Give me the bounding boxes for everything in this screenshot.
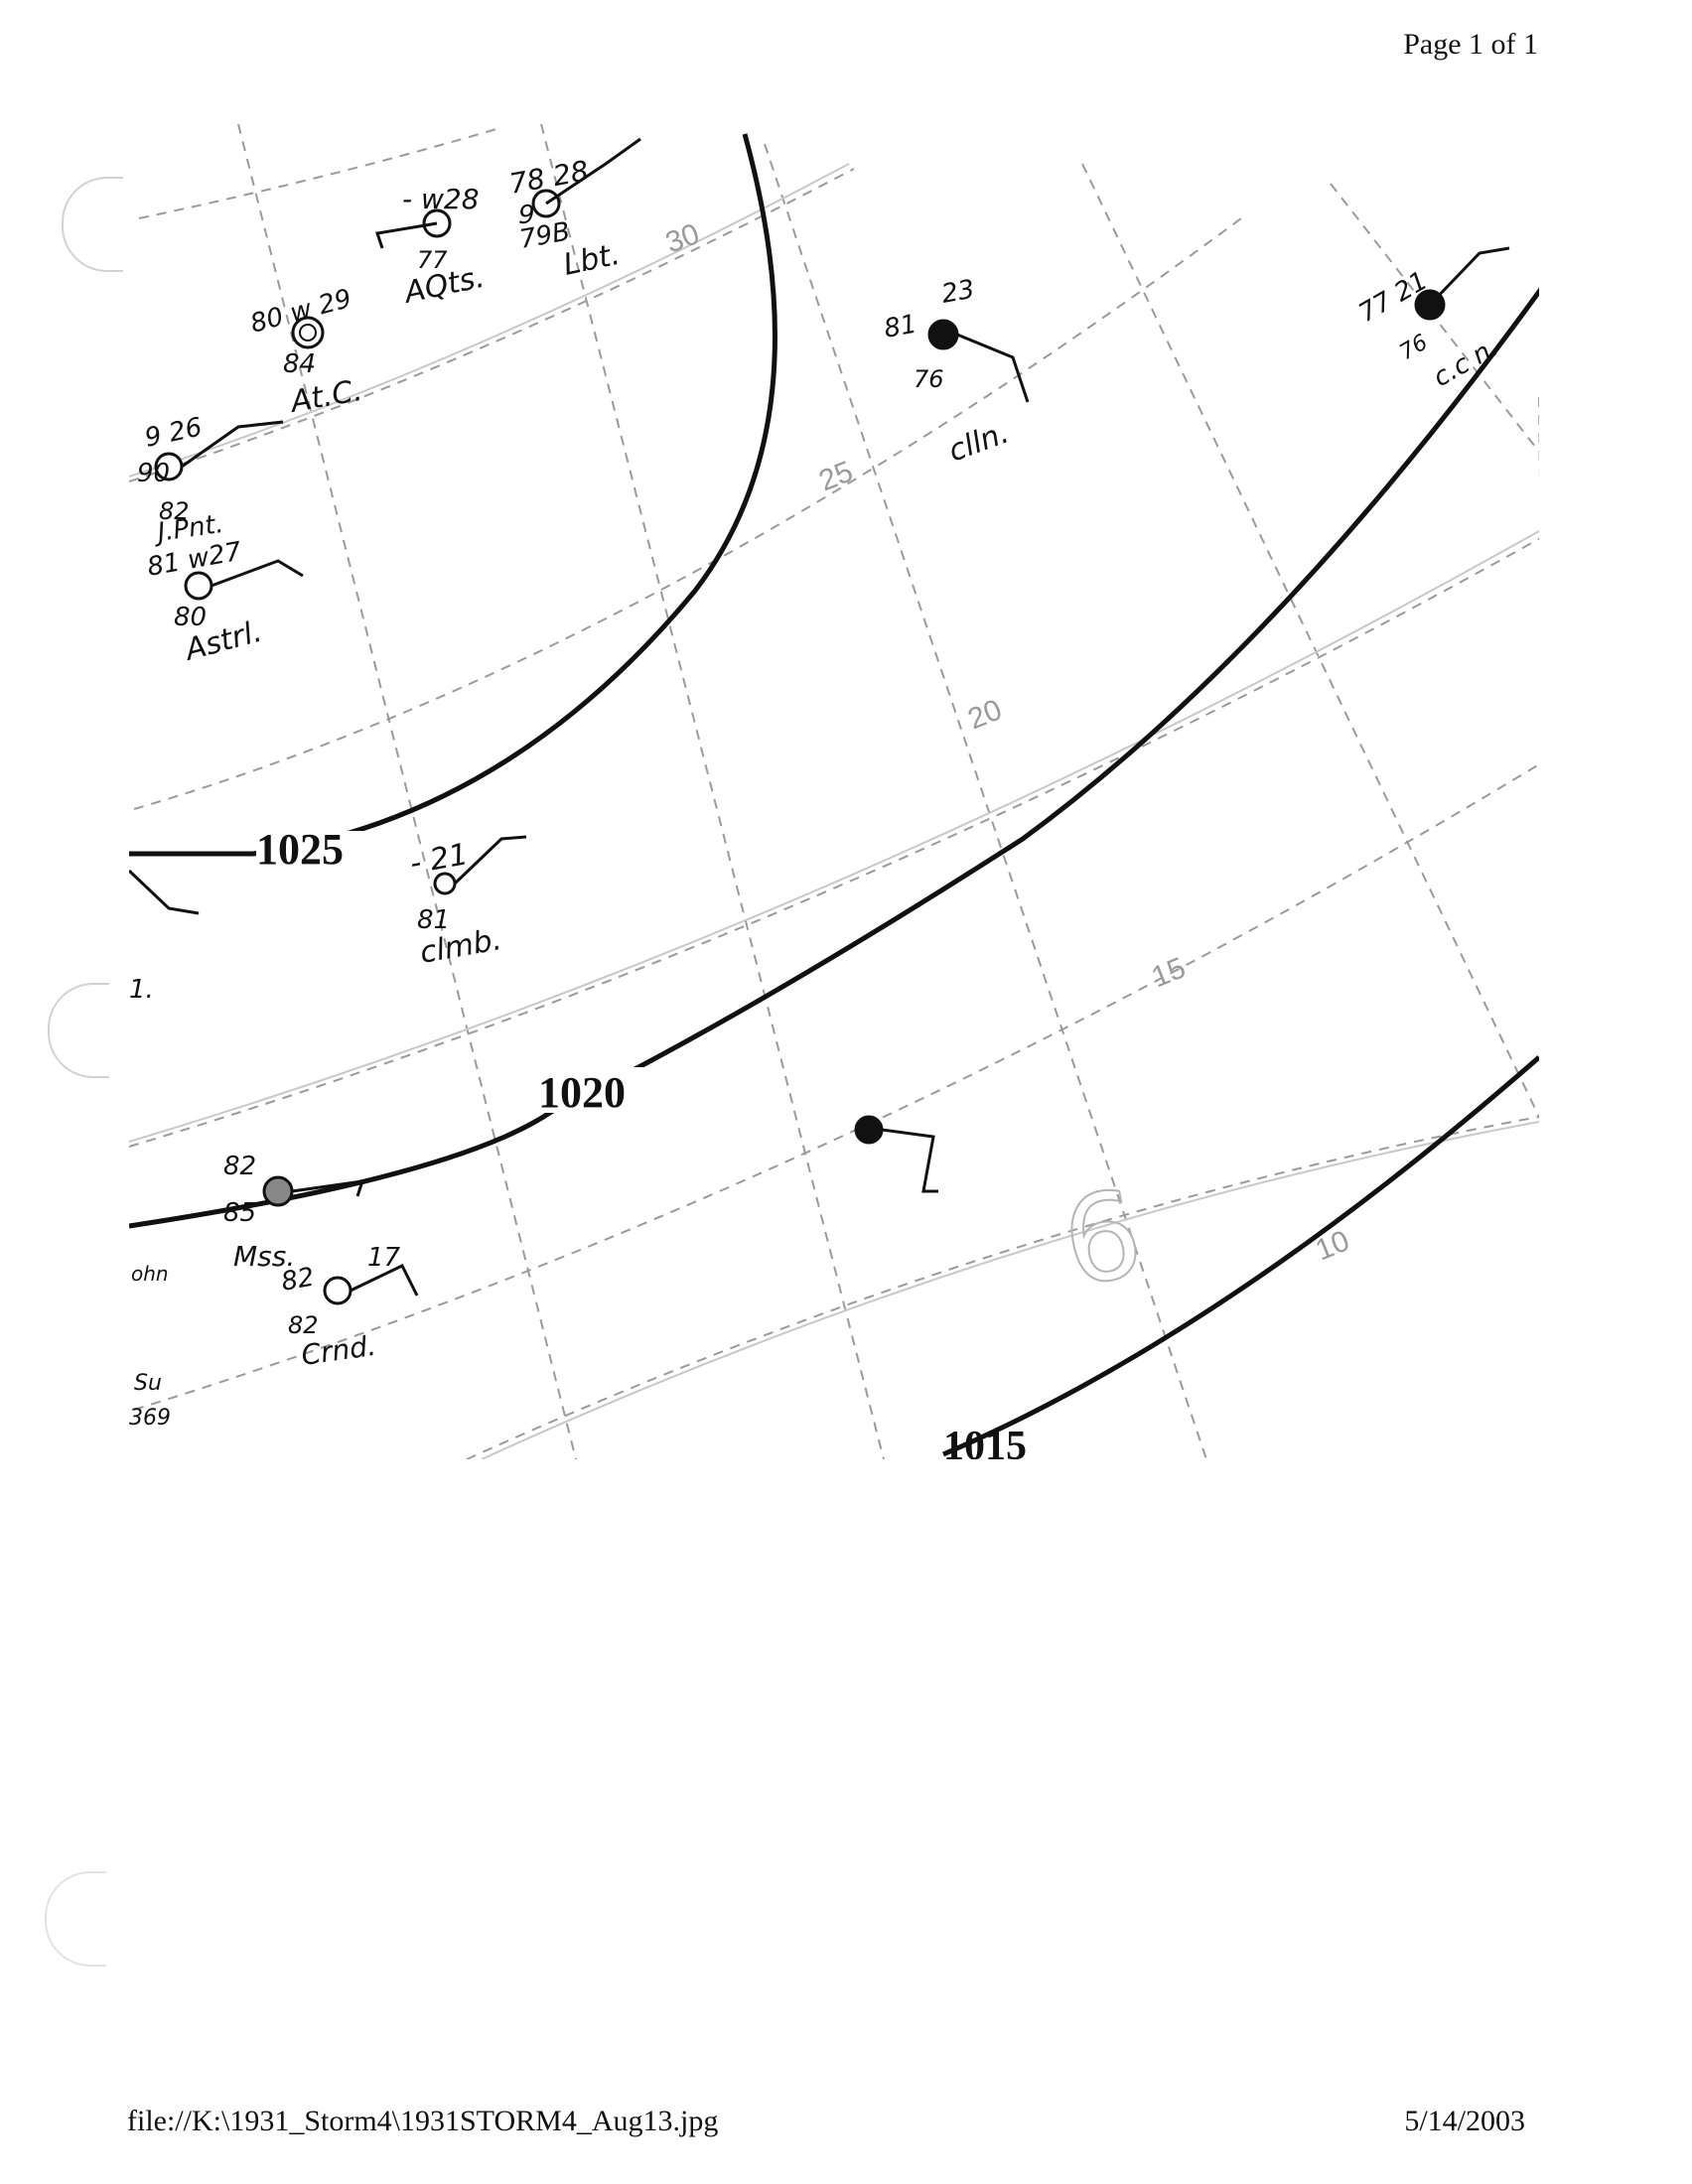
station-value: 82 [288, 1311, 319, 1339]
station-atc: 80 w 29 84 At.C. [247, 284, 365, 420]
station-value: 82 [223, 1152, 256, 1181]
station-ccn: 77 21 76 c.c n. [1354, 246, 1510, 393]
station-clln: 81 23 76 clln. [882, 275, 1030, 470]
latitude-line [133, 763, 1539, 1411]
station-value: 85 [223, 1198, 256, 1228]
isobar-label-1015: 1015 [943, 1424, 1027, 1459]
weather-map-svg: 30 25 20 15 10 1025 1020 1015 6 - w28 77… [129, 124, 1539, 1459]
latitude-line [129, 537, 1539, 1148]
station-value: 9 26 [142, 412, 205, 453]
page-label: Page 1 of 1 [1403, 28, 1538, 61]
station-unnamed [854, 1115, 938, 1193]
station-value: 78 28 [506, 154, 591, 200]
latitude-label: 10 [1311, 1224, 1353, 1267]
latitude-line [138, 128, 497, 219]
station-value: 23 [939, 275, 977, 310]
wind-barb-icon [129, 869, 200, 915]
isobar-1020 [129, 287, 1539, 1229]
latitude-line [466, 1116, 1539, 1459]
station-lbt: 78 28 9 79B Lbt. [506, 137, 641, 283]
wind-barb-icon [956, 333, 1030, 403]
wind-barb-icon [1428, 246, 1510, 307]
isobar-label-1025: 1025 [256, 825, 344, 874]
station-value: - 21 [407, 837, 471, 882]
station-name: AQts. [399, 260, 488, 312]
station-value: 81 [882, 310, 919, 344]
isobar-1015 [942, 1055, 1539, 1457]
wind-barb-icon [545, 137, 641, 205]
latitude-line [133, 217, 1242, 810]
station-value: 90 [137, 459, 170, 488]
station-name: Mss. [233, 1240, 295, 1273]
station-value: 82 [279, 1263, 317, 1297]
station-value: 82 [159, 497, 190, 525]
station-filled-icon [854, 1115, 884, 1145]
wind-barb-icon [211, 559, 304, 588]
isobars [129, 133, 1539, 1457]
station-circle-icon [291, 316, 325, 349]
station-filled-icon [927, 319, 959, 350]
station-circle-icon [323, 1276, 352, 1305]
latitude-label: 15 [1147, 951, 1190, 994]
latitude-label: 30 [661, 217, 704, 259]
station-jpnt: 9 26 90 82 J.Pnt. [137, 412, 284, 549]
wind-barb-icon [181, 420, 284, 469]
station-astrl: 81 w27 80 Astrl. [145, 537, 304, 668]
longitude-line [237, 124, 577, 1459]
station-value: 84 [283, 349, 316, 379]
longitude-line [1081, 163, 1539, 1118]
station-value: 81 [417, 905, 450, 935]
latitude-label: 25 [814, 455, 857, 497]
wind-barb-icon [375, 221, 438, 249]
station-value: 80 [174, 603, 207, 632]
latitude-line [129, 168, 855, 482]
isobar-label-bg [256, 831, 383, 875]
station-name: At.C. [286, 373, 364, 420]
edge-fragment: 369 [129, 1406, 171, 1431]
station-mss: 82 85 Mss. [223, 1152, 365, 1273]
station-circle-icon [184, 571, 213, 601]
punch-hole [48, 983, 109, 1078]
weather-map: 30 25 20 15 10 1025 1020 1015 6 - w28 77… [129, 124, 1539, 1459]
station-name: c.c n. [1429, 333, 1504, 393]
station-name: clln. [944, 416, 1014, 470]
edge-fragment: ohn [131, 1262, 169, 1286]
station-value: 77 [417, 246, 448, 274]
station-value: 76 [914, 365, 944, 393]
isobar-label-1020: 1020 [538, 1068, 626, 1117]
pencil-margin-mark: 6 [1054, 1164, 1152, 1313]
station-clmb: - 21 81 clmb. [407, 835, 527, 971]
station-crnd: 82 17 82 Crnd. [279, 1243, 419, 1372]
station-shaded-icon [262, 1175, 294, 1207]
punch-hole [62, 177, 123, 272]
wind-barb-icon [291, 1179, 365, 1197]
isobar-1025 [129, 133, 777, 857]
latitude-longitude-grid-solid [129, 163, 1539, 1459]
isobar-label-bg [536, 1067, 645, 1113]
wind-barb-icon [453, 835, 527, 886]
edge-fragment: 1. [129, 975, 154, 1005]
longitude-line [540, 124, 885, 1459]
station-value: 17 [367, 1243, 401, 1273]
footer-file-path: file://K:\1931_Storm4\1931STORM4_Aug13.j… [127, 2105, 719, 2137]
station-value: - w28 [402, 183, 480, 215]
station-aqts: - w28 77 AQts. [375, 183, 488, 312]
wind-barb-icon [350, 1264, 419, 1297]
punch-hole [45, 1871, 106, 1967]
footer-date: 5/14/2003 [1404, 2105, 1525, 2137]
station-value: 76 [1396, 331, 1433, 366]
station-value: 77 21 [1354, 266, 1433, 329]
edge-fragment: Su [134, 1371, 162, 1396]
wind-barb-icon [881, 1128, 938, 1193]
latitude-label: 20 [963, 693, 1006, 736]
station-value: 9 [518, 201, 535, 230]
